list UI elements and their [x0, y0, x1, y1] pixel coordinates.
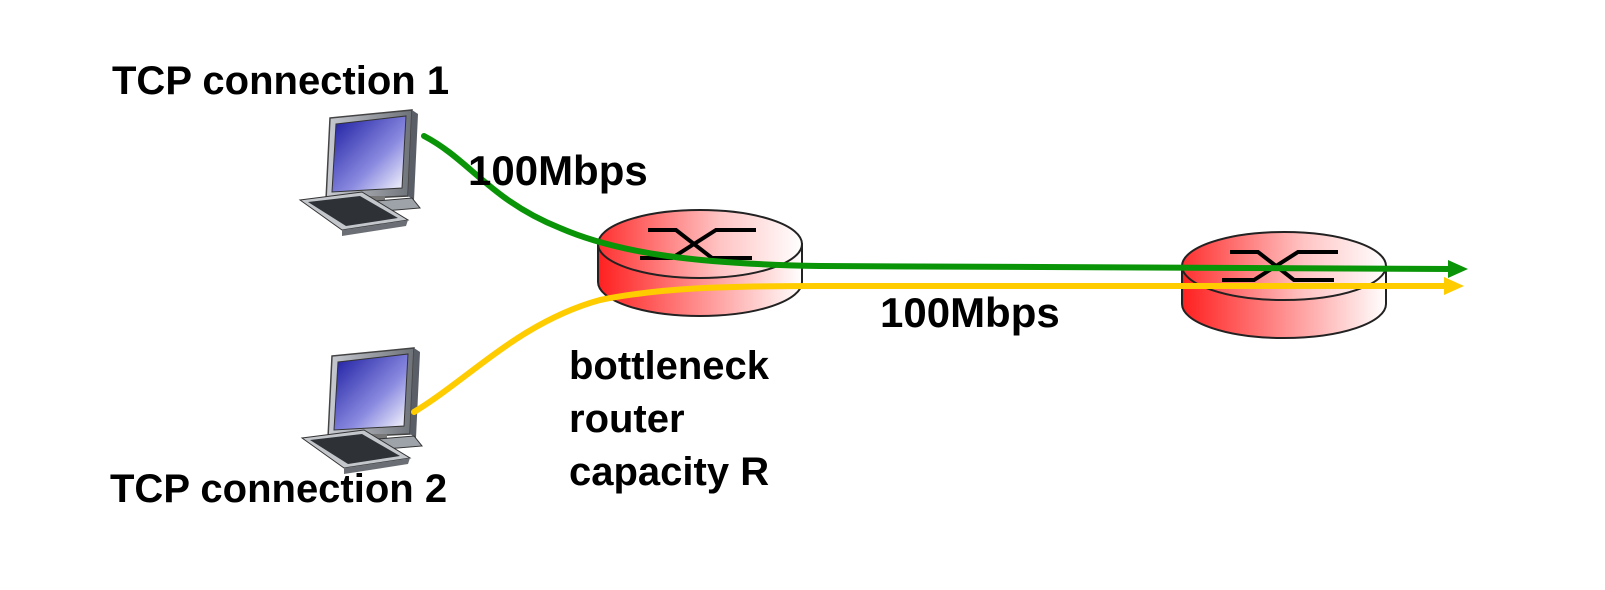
connection2-label: TCP connection 2 [110, 467, 448, 511]
bottleneck-router-label: bottleneck router capacity R [569, 340, 769, 499]
connection1-arrowhead [1448, 260, 1468, 278]
connection2-arrowhead [1444, 277, 1464, 295]
connection2-flow-line [411, 283, 1451, 415]
host2-computer-icon [300, 347, 423, 474]
bottleneck-label-line2: router [569, 397, 685, 441]
link-rate-bottom-label: 100Mbps [880, 289, 1060, 336]
bottleneck-label-line1: bottleneck [569, 344, 770, 388]
link-rate-top-label: 100Mbps [468, 147, 648, 194]
connection1-label: TCP connection 1 [112, 59, 450, 103]
bottleneck-label-line3: capacity R [569, 450, 770, 494]
host1-computer-icon [298, 109, 421, 236]
connection1-flow-line [421, 133, 1455, 272]
